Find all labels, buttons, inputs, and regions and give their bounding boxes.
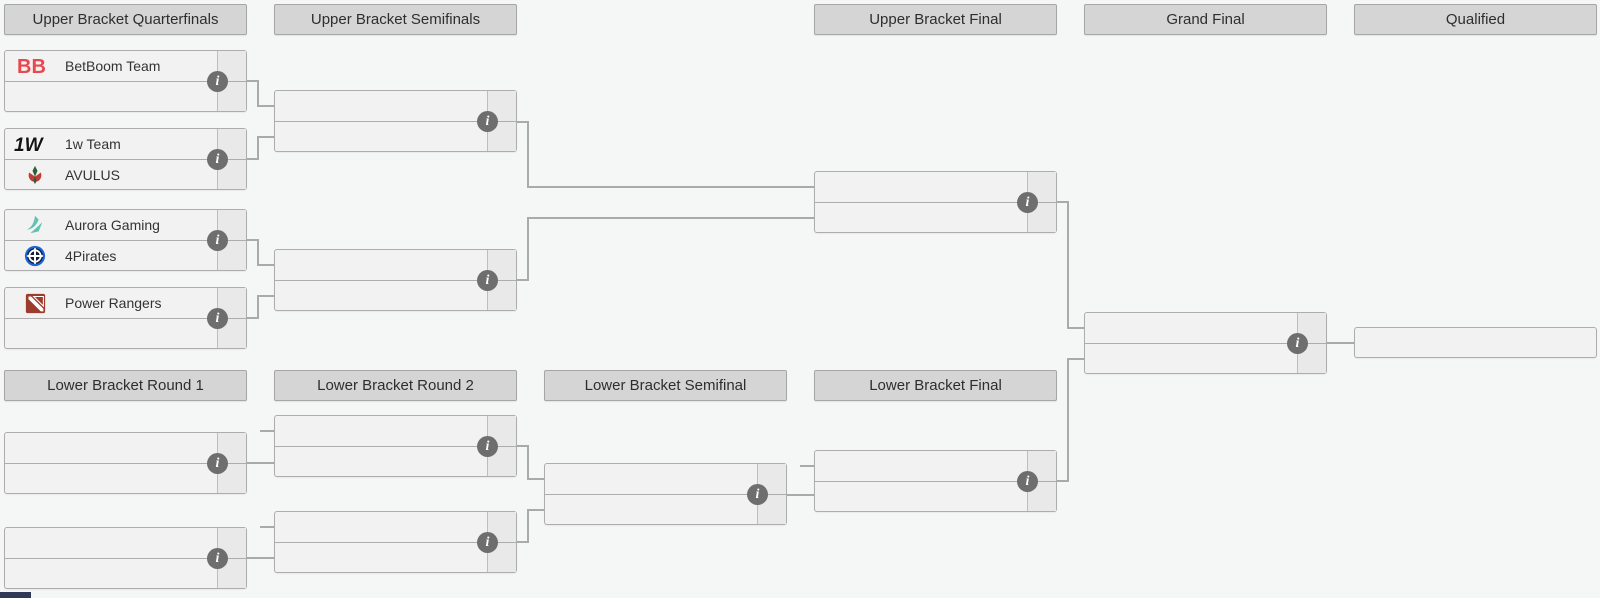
header-grand-final: Grand Final (1084, 4, 1327, 35)
match-info-icon[interactable]: i (1017, 471, 1038, 492)
bracket-connector (517, 445, 529, 447)
match-info-icon[interactable]: i (207, 230, 228, 251)
score-cell (217, 51, 246, 81)
match-info-icon[interactable]: i (747, 484, 768, 505)
bracket-connector (257, 295, 274, 297)
4pirates-logo (13, 245, 57, 267)
header-upper-bracket-semifinals: Upper Bracket Semifinals (274, 4, 517, 35)
bracket-connector (527, 509, 529, 543)
match-lb-round2-1: i (274, 415, 517, 477)
header-lower-bracket-semifinal: Lower Bracket Semifinal (544, 370, 787, 401)
match-lb-final: i (814, 450, 1057, 512)
team-slot-empty (815, 202, 1056, 232)
team-slot[interactable]: 1W 1w Team (5, 129, 246, 159)
team-name: Aurora Gaming (65, 217, 160, 233)
bracket-connector (787, 494, 814, 496)
bracket-connector (247, 317, 259, 319)
bracket-connector (1057, 480, 1069, 482)
match-ub-quarterfinal-2: 1W 1w Team AVULUS i (4, 128, 247, 190)
loser-dropin-stub (800, 465, 814, 467)
match-ub-semifinal-1: i (274, 90, 517, 152)
team-slot[interactable]: BB BetBoom Team (5, 51, 246, 81)
bracket-connector (517, 279, 529, 281)
power-rangers-logo (13, 293, 57, 314)
bracket-connector (247, 239, 259, 241)
match-info-icon[interactable]: i (207, 453, 228, 474)
team-name: BetBoom Team (65, 58, 161, 74)
header-lower-bracket-round-2: Lower Bracket Round 2 (274, 370, 517, 401)
svg-text:1W: 1W (14, 135, 45, 156)
match-info-icon[interactable]: i (477, 111, 498, 132)
bracket-connector (1057, 201, 1069, 203)
match-info-icon[interactable]: i (1287, 333, 1308, 354)
match-info-icon[interactable]: i (1017, 192, 1038, 213)
bracket-connector (257, 136, 274, 138)
match-info-icon[interactable]: i (207, 548, 228, 569)
match-ub-final: i (814, 171, 1057, 233)
bracket-connector (257, 80, 259, 107)
match-lb-round1-2: i (4, 527, 247, 589)
match-lb-round1-1: i (4, 432, 247, 494)
header-qualified: Qualified (1354, 4, 1597, 35)
bracket-connector (247, 557, 274, 559)
team-slot[interactable]: Aurora Gaming (5, 210, 246, 240)
team-name: AVULUS (65, 166, 120, 183)
bracket-connector (527, 509, 544, 511)
bracket-connector (247, 80, 259, 82)
match-ub-quarterfinal-4: Power Rangers i (4, 287, 247, 349)
bracket-connector (257, 239, 259, 266)
match-info-icon[interactable]: i (207, 71, 228, 92)
match-ub-quarterfinal-1: BB BetBoom Team i (4, 50, 247, 112)
bracket-connector (527, 121, 529, 188)
qualified-slot (1354, 327, 1597, 358)
bracket-connector (257, 105, 274, 107)
bracket-connector (257, 137, 259, 160)
header-lower-bracket-final: Lower Bracket Final (814, 370, 1057, 401)
bottom-left-artifact (0, 592, 31, 598)
match-info-icon[interactable]: i (477, 532, 498, 553)
team-slot[interactable]: Power Rangers (5, 288, 246, 318)
betboom-team-logo: BB (13, 55, 57, 77)
bracket-connector (1067, 327, 1084, 329)
bracket-connector (1067, 358, 1069, 482)
svg-text:BB: BB (17, 56, 46, 77)
match-info-icon[interactable]: i (207, 149, 228, 170)
bracket-connector (247, 462, 274, 464)
team-name: Power Rangers (65, 295, 162, 311)
match-ub-quarterfinal-3: Aurora Gaming 4Pirates i (4, 209, 247, 271)
avulus-team-logo (13, 164, 57, 186)
team-slot-empty (5, 81, 246, 111)
bracket-connector (517, 541, 529, 543)
bracket-connector (517, 121, 529, 123)
match-lb-semifinal: i (544, 463, 787, 525)
bracket-connector (527, 217, 529, 281)
match-ub-semifinal-2: i (274, 249, 517, 311)
match-lb-round2-2: i (274, 511, 517, 573)
header-upper-bracket-quarterfinals: Upper Bracket Quarterfinals (4, 4, 247, 35)
bracket-connector (247, 158, 259, 160)
header-lower-bracket-round-1: Lower Bracket Round 1 (4, 370, 247, 401)
bracket-connector (1067, 201, 1069, 329)
score-cell (217, 82, 246, 111)
score-cell (1027, 203, 1056, 232)
match-info-icon[interactable]: i (207, 308, 228, 329)
bracket-connector (527, 445, 529, 480)
match-info-icon[interactable]: i (477, 270, 498, 291)
bracket-connector (1067, 358, 1084, 360)
loser-dropin-stub (260, 430, 274, 432)
bracket-connector (527, 186, 814, 188)
team-name: 1w Team (65, 136, 121, 152)
team-name: 4Pirates (65, 247, 117, 264)
bracket-connector (1327, 342, 1354, 344)
1w-team-logo: 1W (13, 132, 57, 157)
bracket-connector (527, 217, 814, 219)
bracket-connector (257, 264, 274, 266)
match-info-icon[interactable]: i (477, 436, 498, 457)
bracket-connector (527, 478, 544, 480)
header-upper-bracket-final: Upper Bracket Final (814, 4, 1057, 35)
match-grand-final: i (1084, 312, 1327, 374)
bracket-connector (257, 296, 259, 319)
aurora-gaming-logo (13, 214, 57, 236)
loser-dropin-stub (260, 526, 274, 528)
